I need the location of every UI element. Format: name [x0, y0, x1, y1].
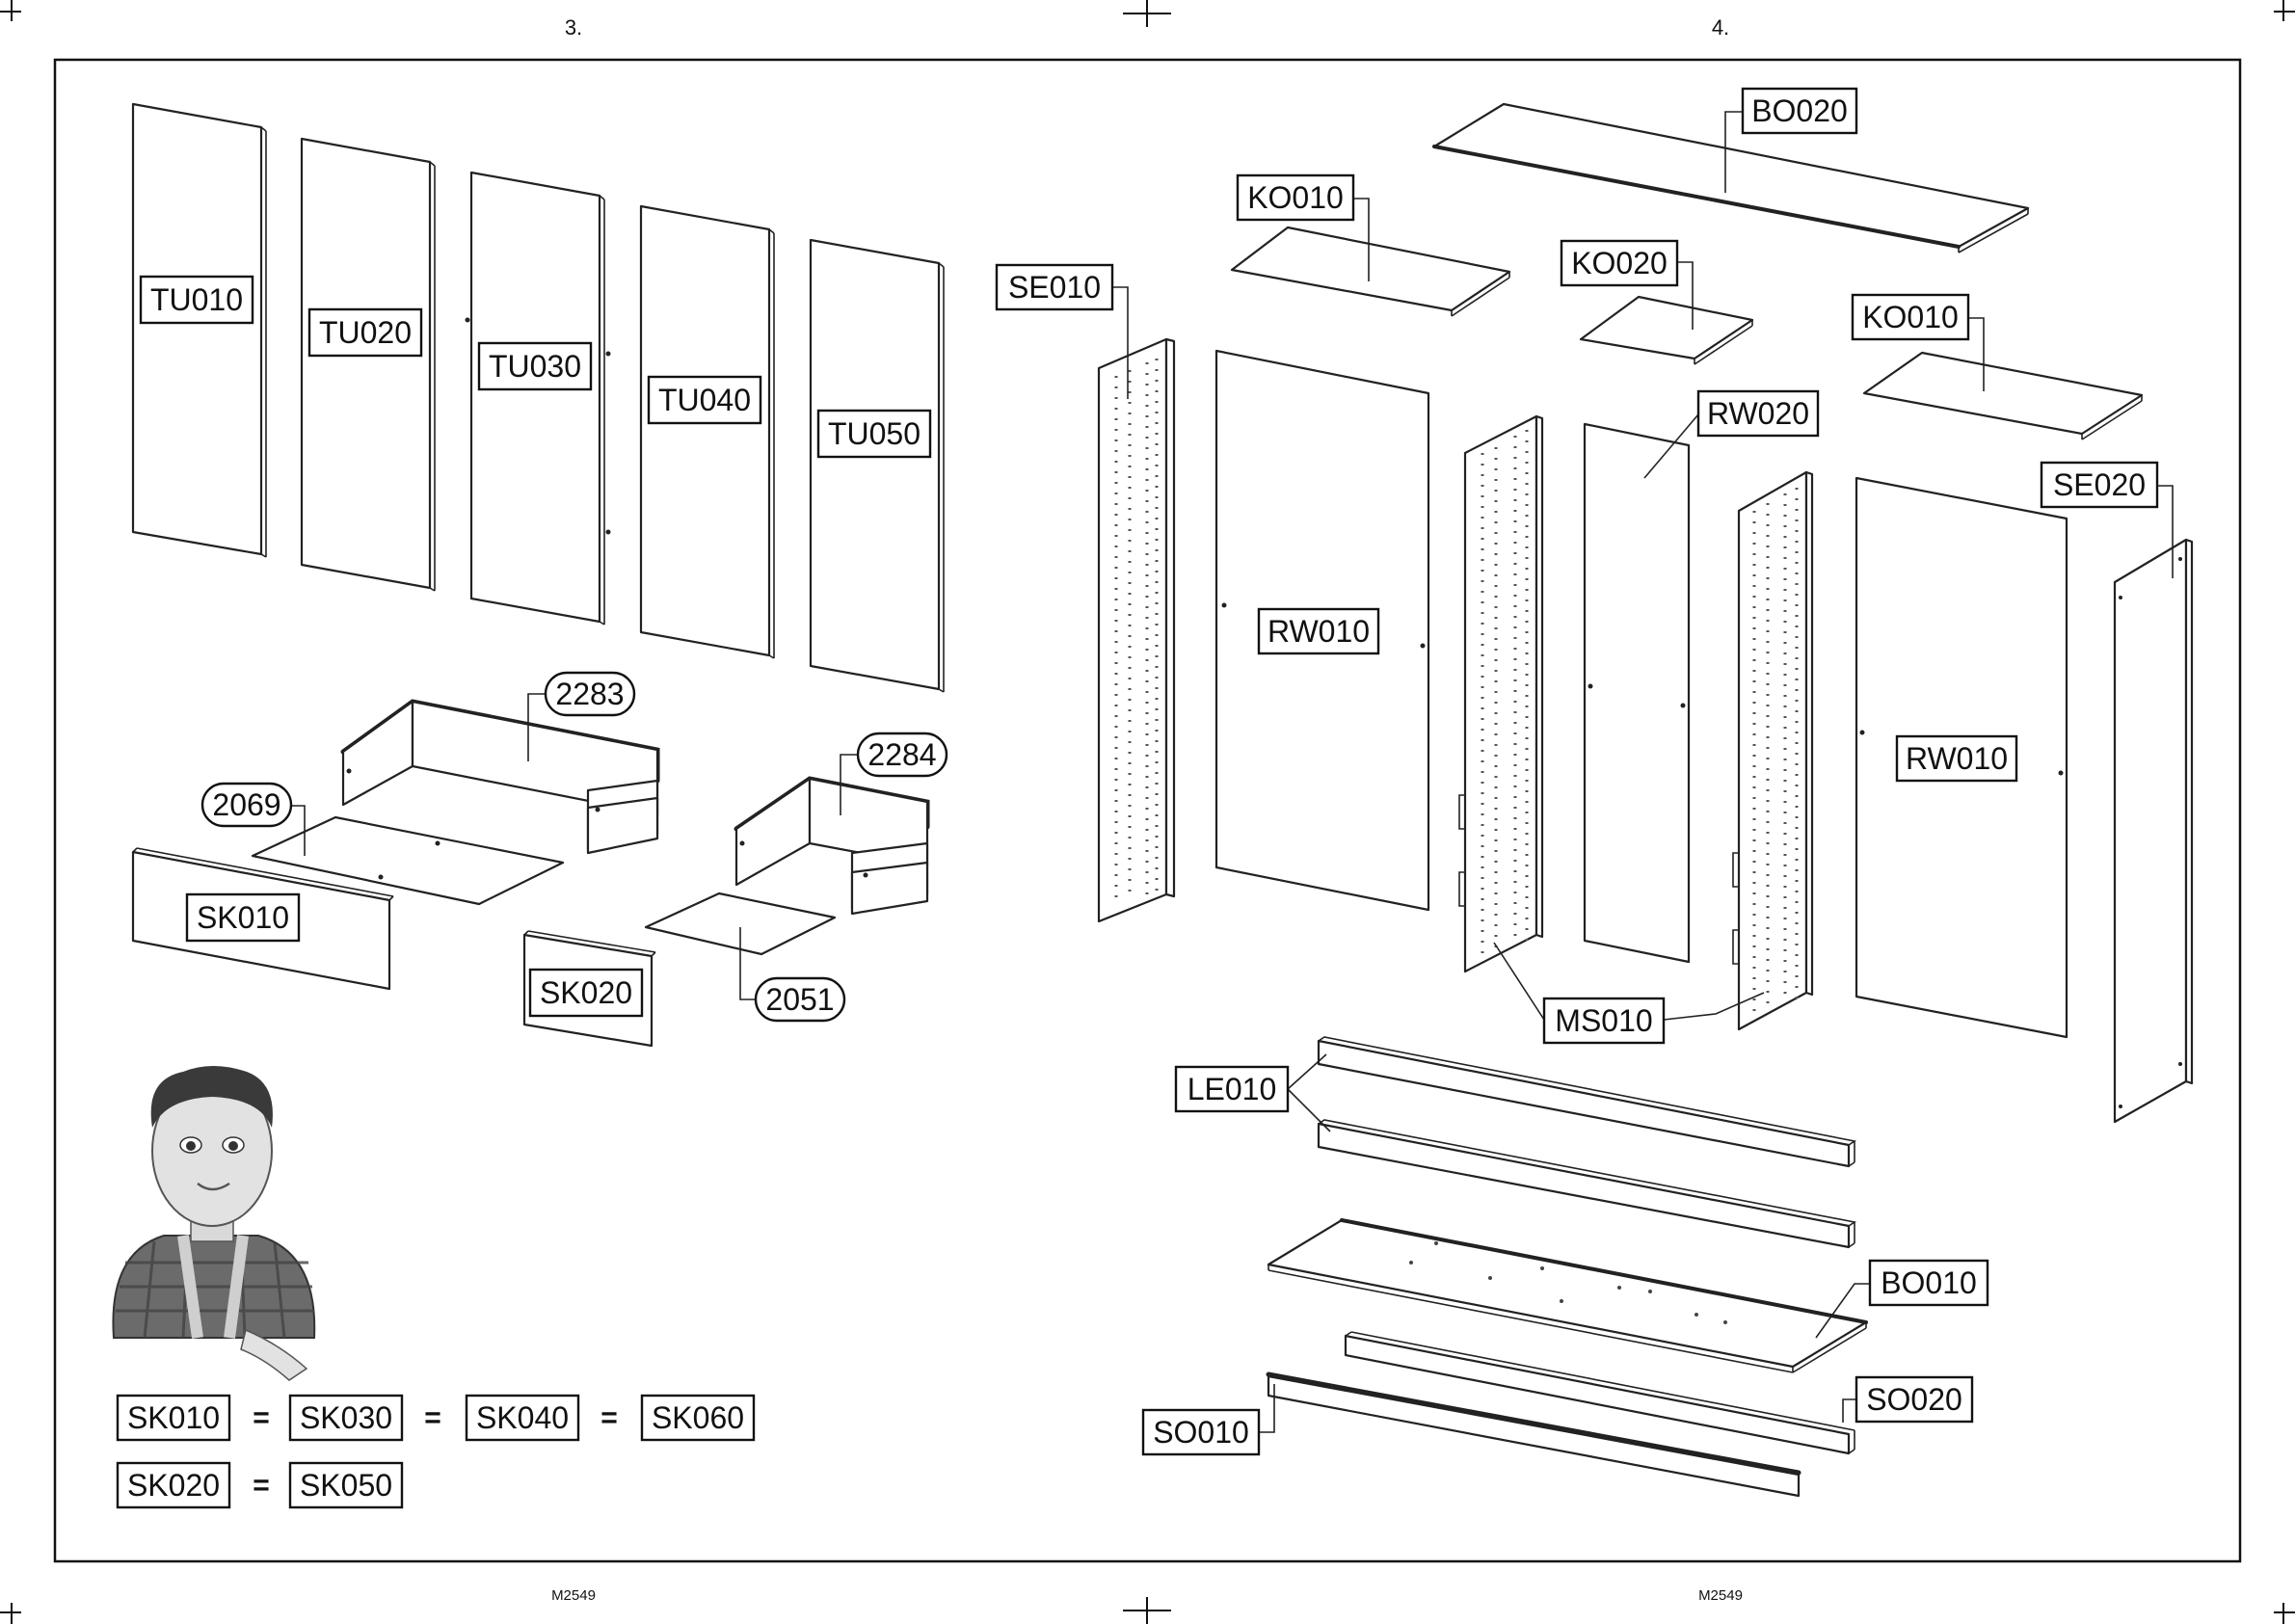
page-number-left: 3.: [565, 15, 582, 40]
svg-text:SK010: SK010: [197, 900, 289, 935]
footer-code-right: M2549: [1698, 1587, 1743, 1604]
svg-text:TU040: TU040: [658, 383, 751, 417]
label-so010: SO010: [1143, 1384, 1274, 1454]
svg-text:2283: 2283: [555, 677, 624, 711]
svg-text:2284: 2284: [867, 737, 936, 772]
svg-text:KO010: KO010: [1862, 300, 1959, 334]
svg-text:SK030: SK030: [300, 1400, 392, 1435]
part-middle-wall-1: [1459, 416, 1542, 972]
eq-box-sk050: SK050: [290, 1463, 402, 1507]
part-side-left: [1099, 339, 1174, 921]
page-number-right: 4.: [1712, 15, 1729, 40]
equivalence-row-1: SK010 = SK030 = SK040 = SK060: [118, 1396, 754, 1440]
svg-text:RW020: RW020: [1707, 396, 1809, 431]
door-label-tu040: TU040: [649, 377, 761, 423]
door-label-tu010: TU010: [141, 277, 253, 323]
footer-code-left: M2549: [551, 1587, 596, 1604]
part-top-board: [1434, 104, 2028, 253]
door-panel-2: [302, 139, 435, 591]
svg-text:TU050: TU050: [828, 416, 921, 451]
svg-text:BO020: BO020: [1751, 93, 1848, 128]
svg-text:RW010: RW010: [1268, 614, 1370, 649]
svg-text:SO020: SO020: [1866, 1382, 1962, 1417]
svg-text:KO020: KO020: [1571, 246, 1668, 280]
svg-text:SO010: SO010: [1153, 1415, 1249, 1450]
label-rw010-left: RW010: [1259, 609, 1378, 653]
door-label-tu030: TU030: [479, 343, 591, 389]
svg-text:SK020: SK020: [127, 1468, 220, 1503]
svg-text:2069: 2069: [212, 787, 280, 822]
part-top-shelf-right: [1864, 353, 2142, 439]
svg-text:SE020: SE020: [2053, 467, 2146, 502]
part-top-shelf-left: [1232, 227, 1509, 316]
part-back-wall-middle: [1585, 424, 1689, 962]
label-ms010: MS010: [1494, 943, 1764, 1043]
label-le010: LE010: [1176, 1054, 1330, 1131]
part-top-shelf-middle: [1581, 297, 1752, 364]
assembler-mascot-illustration: [113, 1066, 314, 1380]
front-label-sk020: SK020: [530, 970, 642, 1016]
equals-sign: =: [253, 1402, 270, 1434]
equals-sign: =: [424, 1402, 441, 1434]
svg-text:SK060: SK060: [652, 1400, 744, 1435]
eq-box-sk040: SK040: [467, 1396, 578, 1440]
door-label-tu050: TU050: [818, 411, 930, 457]
door-panel-1: [133, 104, 266, 557]
drawer-box-small: [736, 779, 927, 914]
svg-text:TU030: TU030: [489, 349, 581, 384]
svg-text:KO010: KO010: [1247, 180, 1344, 215]
eq-box-sk060: SK060: [642, 1396, 754, 1440]
svg-text:RW010: RW010: [1906, 741, 2008, 776]
svg-text:TU010: TU010: [150, 282, 243, 317]
svg-text:SK040: SK040: [476, 1400, 569, 1435]
door-panel-4: [641, 206, 774, 658]
svg-text:SK020: SK020: [540, 975, 632, 1010]
svg-text:2051: 2051: [765, 982, 834, 1017]
equivalence-row-2: SK020 = SK050: [118, 1463, 402, 1507]
eq-box-sk010: SK010: [118, 1396, 229, 1440]
svg-text:LE010: LE010: [1188, 1072, 1277, 1106]
door-panels: [133, 104, 944, 692]
label-rw010-right: RW010: [1897, 736, 2016, 781]
eq-box-sk030: SK030: [290, 1396, 402, 1440]
front-label-sk010: SK010: [187, 894, 299, 941]
svg-text:SE010: SE010: [1008, 270, 1101, 305]
equals-sign: =: [253, 1470, 270, 1502]
label-so020: SO020: [1843, 1377, 1972, 1423]
door-panel-5: [811, 240, 944, 692]
svg-text:TU020: TU020: [319, 315, 412, 350]
eq-box-sk020: SK020: [118, 1463, 229, 1507]
svg-text:MS010: MS010: [1555, 1003, 1652, 1038]
door-panel-3: [466, 173, 611, 625]
equals-sign: =: [600, 1402, 618, 1434]
part-side-right: [2115, 540, 2192, 1122]
door-label-tu020: TU020: [309, 309, 421, 356]
svg-text:BO010: BO010: [1881, 1265, 1977, 1300]
svg-text:SK050: SK050: [300, 1468, 392, 1503]
part-middle-wall-2: [1733, 472, 1812, 1029]
svg-text:SK010: SK010: [127, 1400, 220, 1435]
